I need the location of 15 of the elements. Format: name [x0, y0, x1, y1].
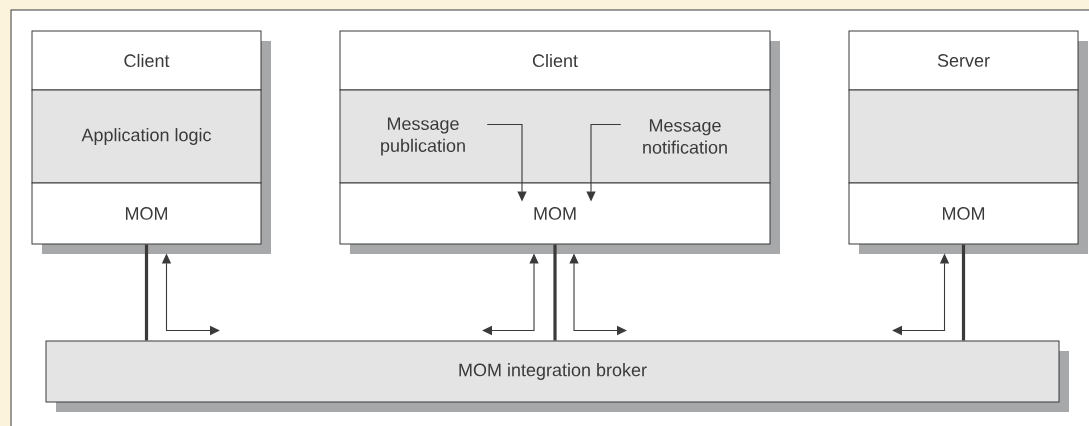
logic-band	[339, 89, 780, 193]
logic-band: Application logic	[31, 89, 271, 193]
header-band: Client	[31, 30, 271, 100]
mom-band: MOM	[31, 182, 271, 254]
mom-band: MOM	[339, 182, 780, 254]
connector-line	[961, 244, 966, 341]
broker-bar: MOM integration broker	[45, 340, 1069, 412]
logic-band	[848, 89, 1088, 193]
connector-line	[553, 244, 557, 341]
callout-text: Message notification	[643, 119, 727, 154]
header-band: Server	[848, 30, 1088, 100]
connector-line	[144, 244, 149, 341]
header-band: Client	[339, 30, 780, 100]
callout-text: Message publication	[381, 117, 465, 156]
mom-band: MOM	[848, 182, 1088, 254]
